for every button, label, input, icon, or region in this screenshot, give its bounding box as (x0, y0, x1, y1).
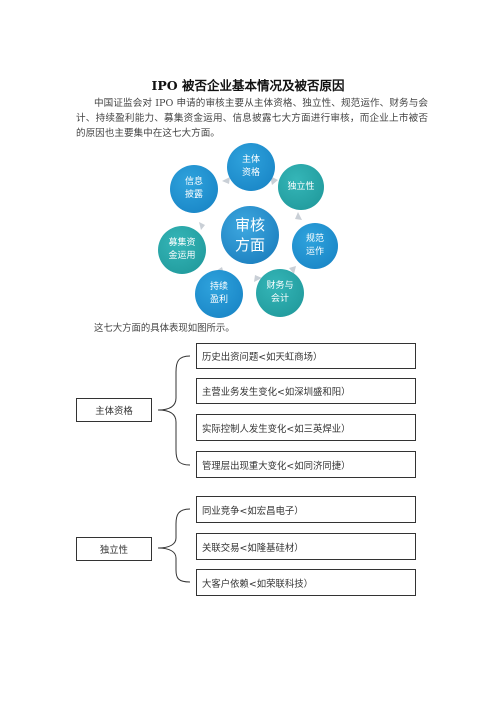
node-independence: 独立性 (278, 164, 324, 210)
item-box: 主营业务发生变化<如深圳盛和阳） (196, 378, 416, 404)
item-box: 同业竞争<如宏昌电子） (196, 496, 416, 523)
item-box: 关联交易<如隆基硅材） (196, 533, 416, 560)
intro-paragraph: 中国证监会对 IPO 申请的审核主要从主体资格、独立性、规范运作、财务与会计、持… (76, 98, 428, 139)
page-title: IPO 被否企业基本情况及被否原因 (151, 78, 345, 93)
item-box: 实际控制人发生变化<如三英焊业） (196, 414, 416, 441)
item-box: 大客户依赖<如荣联科技） (196, 569, 416, 596)
group-label-subject-qualification: 主体资格 (76, 398, 152, 422)
node-fund-use: 募集资 金运用 (158, 226, 206, 274)
node-finance-accounting: 财务与 会计 (256, 269, 304, 317)
node-sustained-profit: 持续 盈利 (195, 270, 243, 318)
diagram-caption: 这七大方面的具体表现如图所示。 (94, 323, 235, 334)
brace-group-2 (157, 508, 191, 583)
node-info-disclosure: 信息 披露 (170, 165, 218, 213)
brace-group-1 (157, 355, 191, 466)
item-box: 管理层出现重大变化<如同济同捷） (196, 451, 416, 478)
node-subject-qualification: 主体 资格 (227, 143, 275, 191)
group-label-independence: 独立性 (76, 537, 152, 561)
node-standard-operation: 规范 运作 (292, 223, 338, 269)
item-box: 历史出资问题<如天虹商场） (196, 343, 416, 369)
